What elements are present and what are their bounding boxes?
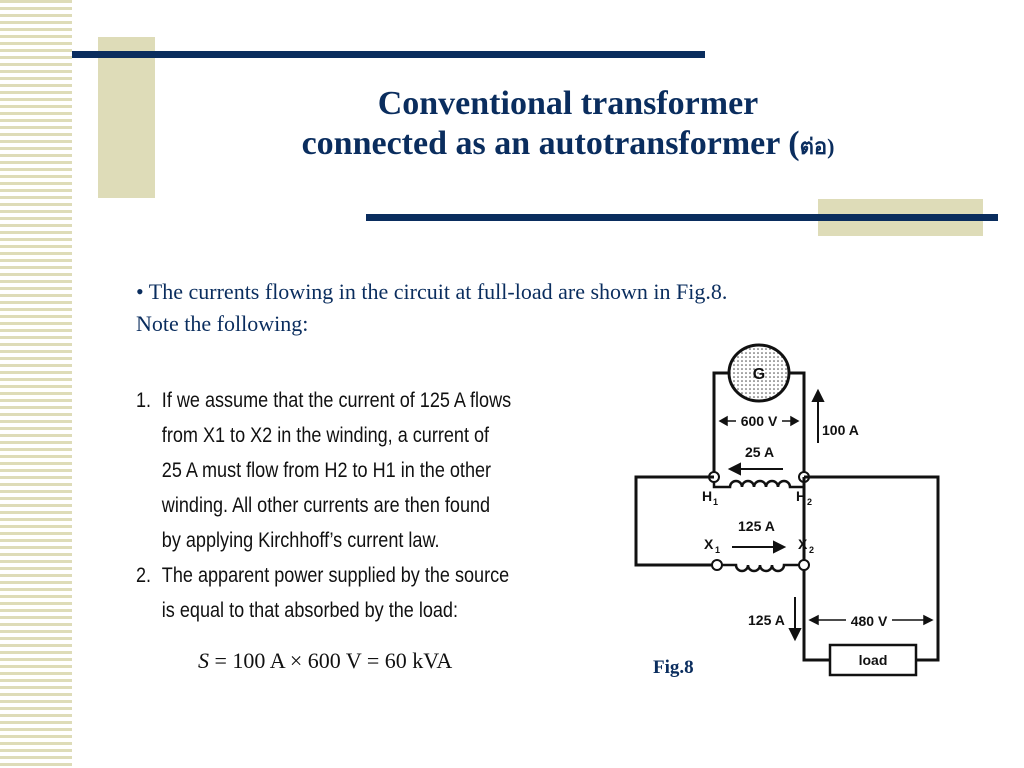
h-winding-coil (720, 479, 798, 489)
title-rule-top (72, 51, 705, 58)
source-wires (712, 371, 806, 477)
intro-text: • The currents flowing in the circuit at… (136, 276, 936, 340)
label-x1: X (704, 536, 714, 552)
list-item: 1. If we assume that the current of 125 … (136, 383, 540, 558)
title-thai-suffix: ต่อ (799, 134, 828, 159)
label-h1: H (702, 488, 712, 504)
label-h2-sub: 2 (807, 497, 812, 507)
current-100-arrow (811, 388, 825, 443)
load-branch-wire (802, 570, 830, 662)
load-label: load (859, 652, 888, 668)
list-item-line: 25 A must flow from H2 to H1 in the othe… (161, 459, 492, 482)
list-item-line: The apparent power supplied by the sourc… (161, 564, 510, 587)
circuit-diagram: G 600 V 100 A 25 A H 1 H 2 125 A X 1 X 2… (634, 343, 940, 677)
title-line-1: Conventional transformer (377, 85, 759, 122)
intro-line-1: • The currents flowing in the circuit at… (136, 279, 728, 304)
x-winding-coil (722, 563, 799, 573)
list-item-line: by applying Kirchhoff’s current law. (161, 529, 440, 552)
voltage-480-label: 480 V (851, 613, 888, 629)
current-100-label: 100 A (822, 422, 859, 438)
formula-expression: = 100 A × 600 V = 60 kVA (209, 648, 453, 673)
label-x1-sub: 1 (715, 545, 720, 555)
intro-line-2: Note the following: (136, 311, 309, 336)
label-x2: X (798, 536, 808, 552)
power-formula: S = 100 A × 600 V = 60 kVA (198, 648, 452, 674)
figure-caption: Fig.8 (653, 657, 694, 678)
list-item-line: is equal to that absorbed by the load: (161, 599, 459, 622)
title-line-2-text: connected as an autotransformer ( (301, 125, 800, 162)
list-item-line: from X1 to X2 in the winding, a current … (161, 424, 490, 447)
list-item-number: 1. (136, 389, 152, 412)
label-x2-sub: 2 (809, 545, 814, 555)
list-item-line: If we assume that the current of 125 A f… (161, 389, 512, 412)
current-125-load-arrow (788, 597, 802, 642)
decorative-block-top-left (98, 37, 155, 198)
list-item: 2. The apparent power supplied by the so… (136, 558, 540, 628)
list-item-line: winding. All other currents are then fou… (161, 494, 491, 517)
notes-list: 1. If we assume that the current of 125 … (136, 383, 540, 628)
terminal-x2 (798, 559, 810, 571)
current-125-load-label: 125 A (748, 612, 785, 628)
title-line-2: connected as an autotransformer (ต่อ) (150, 124, 986, 167)
slide-title: Conventional transformer connected as an… (150, 84, 986, 167)
formula-symbol: S (198, 648, 209, 673)
voltage-600-label: 600 V (741, 413, 778, 429)
generator-label: G (753, 366, 765, 383)
current-125-winding-label: 125 A (738, 518, 775, 534)
current-25-arrow (727, 462, 783, 476)
load-box (828, 643, 918, 677)
title-close-paren: ) (827, 134, 835, 159)
list-item-number: 2. (136, 564, 152, 587)
label-h1-sub: 1 (713, 497, 718, 507)
title-rule-bottom (366, 214, 998, 221)
decorative-stripes (0, 0, 72, 768)
current-25-label: 25 A (745, 444, 774, 460)
terminal-x1 (711, 559, 723, 571)
current-125-winding-arrow (732, 540, 787, 554)
label-h2: H (796, 488, 806, 504)
outer-loop-wires (634, 475, 940, 662)
